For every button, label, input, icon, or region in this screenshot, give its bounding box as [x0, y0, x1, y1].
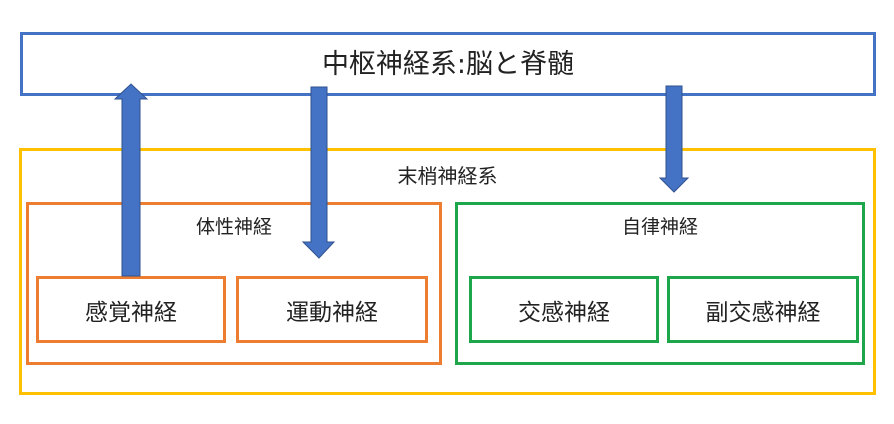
- motor-nerve-label: 運動神経: [286, 299, 378, 326]
- somatic-nerve-label: 体性神経: [195, 216, 272, 238]
- arrow-down-central-to-autonomic: [658, 85, 690, 193]
- central-nervous-system-label: 中枢神経系:脳と脊髄: [321, 48, 575, 80]
- arrow-up-sensory-to-central: [113, 83, 149, 277]
- autonomic-nerve-label: 自律神経: [621, 216, 698, 238]
- parasympathetic-nerve-box: 副交感神経: [667, 276, 859, 343]
- sympathetic-nerve-box: 交感神経: [469, 276, 659, 343]
- parasympathetic-nerve-label: 副交感神経: [705, 299, 821, 326]
- central-nervous-system-box: [20, 32, 876, 96]
- motor-nerve-box: 運動神経: [236, 276, 428, 343]
- arrow-down-central-to-motor: [301, 86, 336, 259]
- peripheral-nervous-system-label: 末梢神経系: [397, 164, 498, 188]
- sensory-nerve-label: 感覚神経: [85, 299, 177, 326]
- sympathetic-nerve-label: 交感神経: [518, 299, 610, 326]
- sensory-nerve-box: 感覚神経: [36, 276, 226, 343]
